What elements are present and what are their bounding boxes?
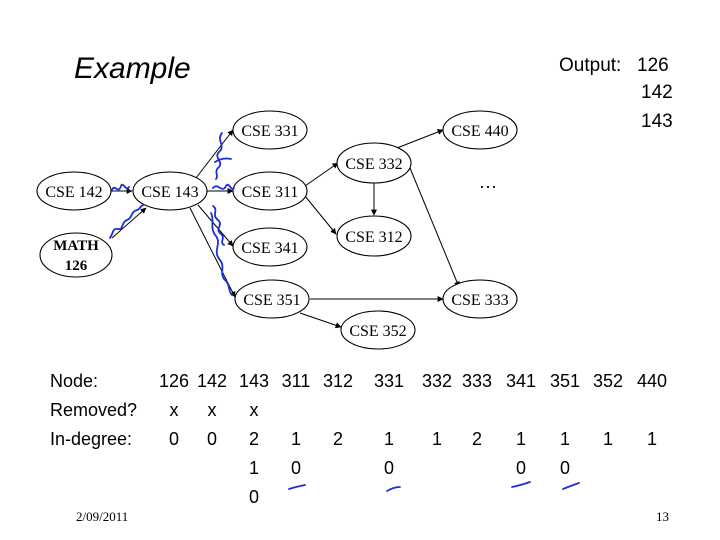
- edges: [111, 129, 460, 329]
- edge-cse143-cse331: [195, 129, 234, 179]
- node-cse331: CSE 331: [232, 110, 308, 150]
- node-cell: 352: [592, 371, 624, 391]
- node-label-line-1: MATH: [53, 238, 99, 254]
- edge-cse311-cse312: [304, 195, 337, 235]
- output-value-1: 126: [637, 55, 669, 76]
- ink-scribble-143-351: [210, 212, 233, 296]
- node-label-line-2: 126: [65, 258, 88, 274]
- node-cse142: CSE 142: [36, 171, 112, 211]
- node-label: CSE 331: [241, 123, 298, 140]
- node-cell: 351: [549, 371, 581, 391]
- edge-cse143-cse341: [197, 204, 234, 247]
- ink-scribble-143-331b: [214, 157, 232, 163]
- node-cell: 143: [238, 371, 270, 391]
- indegree-cell: 1: [646, 429, 657, 449]
- ink-tick-341: [511, 481, 531, 488]
- node-label: CSE 332: [345, 156, 402, 173]
- ink-scribble-143-331: [215, 132, 223, 180]
- node-cse351: CSE 351: [234, 279, 310, 319]
- edge-cse311-cse332: [304, 162, 339, 187]
- node-label: CSE 312: [345, 229, 402, 246]
- row-label-node: Node:: [50, 371, 99, 391]
- node-cse440: CSE 440: [442, 110, 518, 150]
- indegree-cell: 1: [559, 429, 570, 449]
- output-value-2: 142: [641, 82, 673, 103]
- footer-date: 2/09/2011: [76, 509, 129, 524]
- indegree-update-1-cell: 0: [383, 458, 394, 478]
- edge-cse351-cse352: [299, 312, 342, 329]
- node-cell: 332: [421, 371, 453, 391]
- node-cse352: CSE 352: [340, 310, 416, 350]
- node-cell: 331: [373, 371, 405, 391]
- node-cse341: CSE 341: [232, 227, 308, 267]
- indegree-update-1-cell: 1: [248, 458, 259, 478]
- ink-scribble-143-341: [212, 205, 225, 246]
- edge-math126-cse143: [111, 207, 147, 239]
- output-value-3: 143: [641, 111, 673, 132]
- node-cell: 142: [196, 371, 228, 391]
- indegree-cell: 2: [332, 429, 343, 449]
- indegree-cell: 2: [471, 429, 482, 449]
- node-cse332: CSE 332: [336, 142, 412, 184]
- removed-cell: x: [249, 400, 259, 420]
- node-label: CSE 341: [241, 240, 298, 257]
- node-cell: 126: [158, 371, 190, 391]
- node-cell: 440: [636, 371, 668, 391]
- indegree-cell: 1: [515, 429, 526, 449]
- edge-cse332-cse333: [409, 167, 460, 288]
- edge-cse332-cse440: [396, 129, 444, 149]
- ink-tick-331: [386, 486, 401, 492]
- output-label: Output:: [559, 55, 622, 76]
- indegree-cell: 1: [290, 429, 301, 449]
- node-label: CSE 142: [45, 184, 102, 201]
- node-label: CSE 311: [242, 184, 299, 201]
- removed-cell: x: [169, 400, 179, 420]
- node-cse143: CSE 143: [132, 171, 208, 211]
- node-cse333: CSE 333: [442, 279, 518, 319]
- node-cse311: CSE 311: [232, 171, 308, 211]
- indegree-update-1-cell: 0: [559, 458, 570, 478]
- ink-scribble-142-143: [111, 183, 130, 191]
- handwritten-annotations: [109, 132, 580, 492]
- ink-tick-351: [562, 482, 580, 490]
- ink-scribble-math-143: [109, 204, 145, 239]
- indegree-cell: 0: [206, 429, 217, 449]
- node-label: CSE 351: [243, 292, 300, 309]
- ink-scribble-143-311: [212, 183, 235, 190]
- node-label: CSE 143: [141, 184, 198, 201]
- page-number: 13: [656, 509, 669, 524]
- node-label: CSE 333: [451, 292, 508, 309]
- node-math126: MATH 126: [39, 232, 113, 278]
- node-label: CSE 440: [451, 123, 508, 140]
- ink-tick-311: [288, 484, 306, 490]
- indegree-update-1-cell: 0: [290, 458, 301, 478]
- indegree-cell: 1: [602, 429, 613, 449]
- indegree-cell: 2: [248, 429, 259, 449]
- node-cell: 341: [505, 371, 537, 391]
- graph-ellipsis: …: [479, 172, 497, 192]
- node-cell: 311: [281, 371, 311, 391]
- node-cell: 312: [322, 371, 354, 391]
- removed-cell: x: [207, 400, 217, 420]
- indegree-cell: 0: [168, 429, 179, 449]
- indegree-cell: 1: [431, 429, 442, 449]
- row-label-removed: Removed?: [50, 400, 138, 420]
- indegree-cell: 1: [383, 429, 394, 449]
- row-label-indegree: In-degree:: [50, 429, 133, 449]
- indegree-update-1-cell: 0: [515, 458, 526, 478]
- node-label: CSE 352: [349, 323, 406, 340]
- indegree-update-2-cell: 0: [248, 487, 259, 507]
- node-cse312: CSE 312: [336, 215, 412, 257]
- slide-title: Example: [74, 52, 191, 85]
- node-cell: 333: [461, 371, 493, 391]
